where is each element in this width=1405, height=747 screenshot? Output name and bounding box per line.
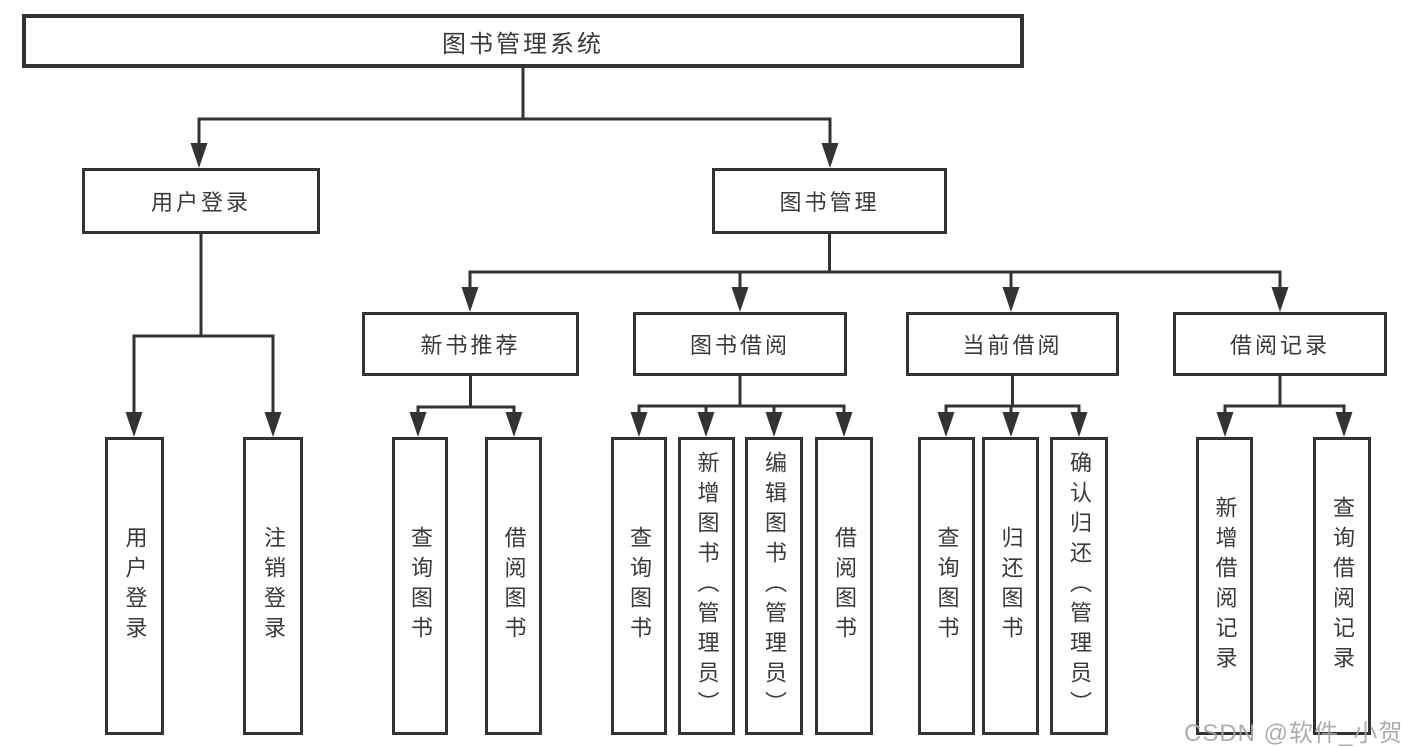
leaf-current-confirm-return-admin: 确认归还（管理员） <box>1050 437 1108 735</box>
leaf-borrow-edit-books-admin: 编辑图书（管理员） <box>745 437 803 735</box>
leaf-user-login: 用户登录 <box>105 437 164 735</box>
leaf-newbooks-query-books: 查询图书 <box>392 437 448 735</box>
node-current-borrow: 当前借阅 <box>906 312 1119 376</box>
node-book-borrow: 图书借阅 <box>633 312 847 376</box>
leaf-current-return-books: 归还图书 <box>982 437 1039 735</box>
node-root: 图书管理系统 <box>22 14 1024 68</box>
leaf-borrow-borrow-books: 借阅图书 <box>815 437 873 735</box>
node-borrow-records: 借阅记录 <box>1173 312 1387 376</box>
leaf-borrow-query-books: 查询图书 <box>611 437 667 735</box>
leaf-newbooks-borrow-books: 借阅图书 <box>485 437 542 735</box>
node-new-book-recommend: 新书推荐 <box>362 312 579 376</box>
leaf-current-query-books: 查询图书 <box>918 437 975 735</box>
node-book-management: 图书管理 <box>712 168 947 234</box>
leaf-records-query-record: 查询借阅记录 <box>1313 437 1371 735</box>
leaf-records-add-record: 新增借阅记录 <box>1196 437 1253 735</box>
watermark: CSDN @软件_小贺同学 <box>1184 720 1405 747</box>
node-user-login: 用户登录 <box>82 168 320 234</box>
leaf-borrow-add-books-admin: 新增图书（管理员） <box>678 437 735 735</box>
leaf-logout: 注销登录 <box>243 437 303 735</box>
